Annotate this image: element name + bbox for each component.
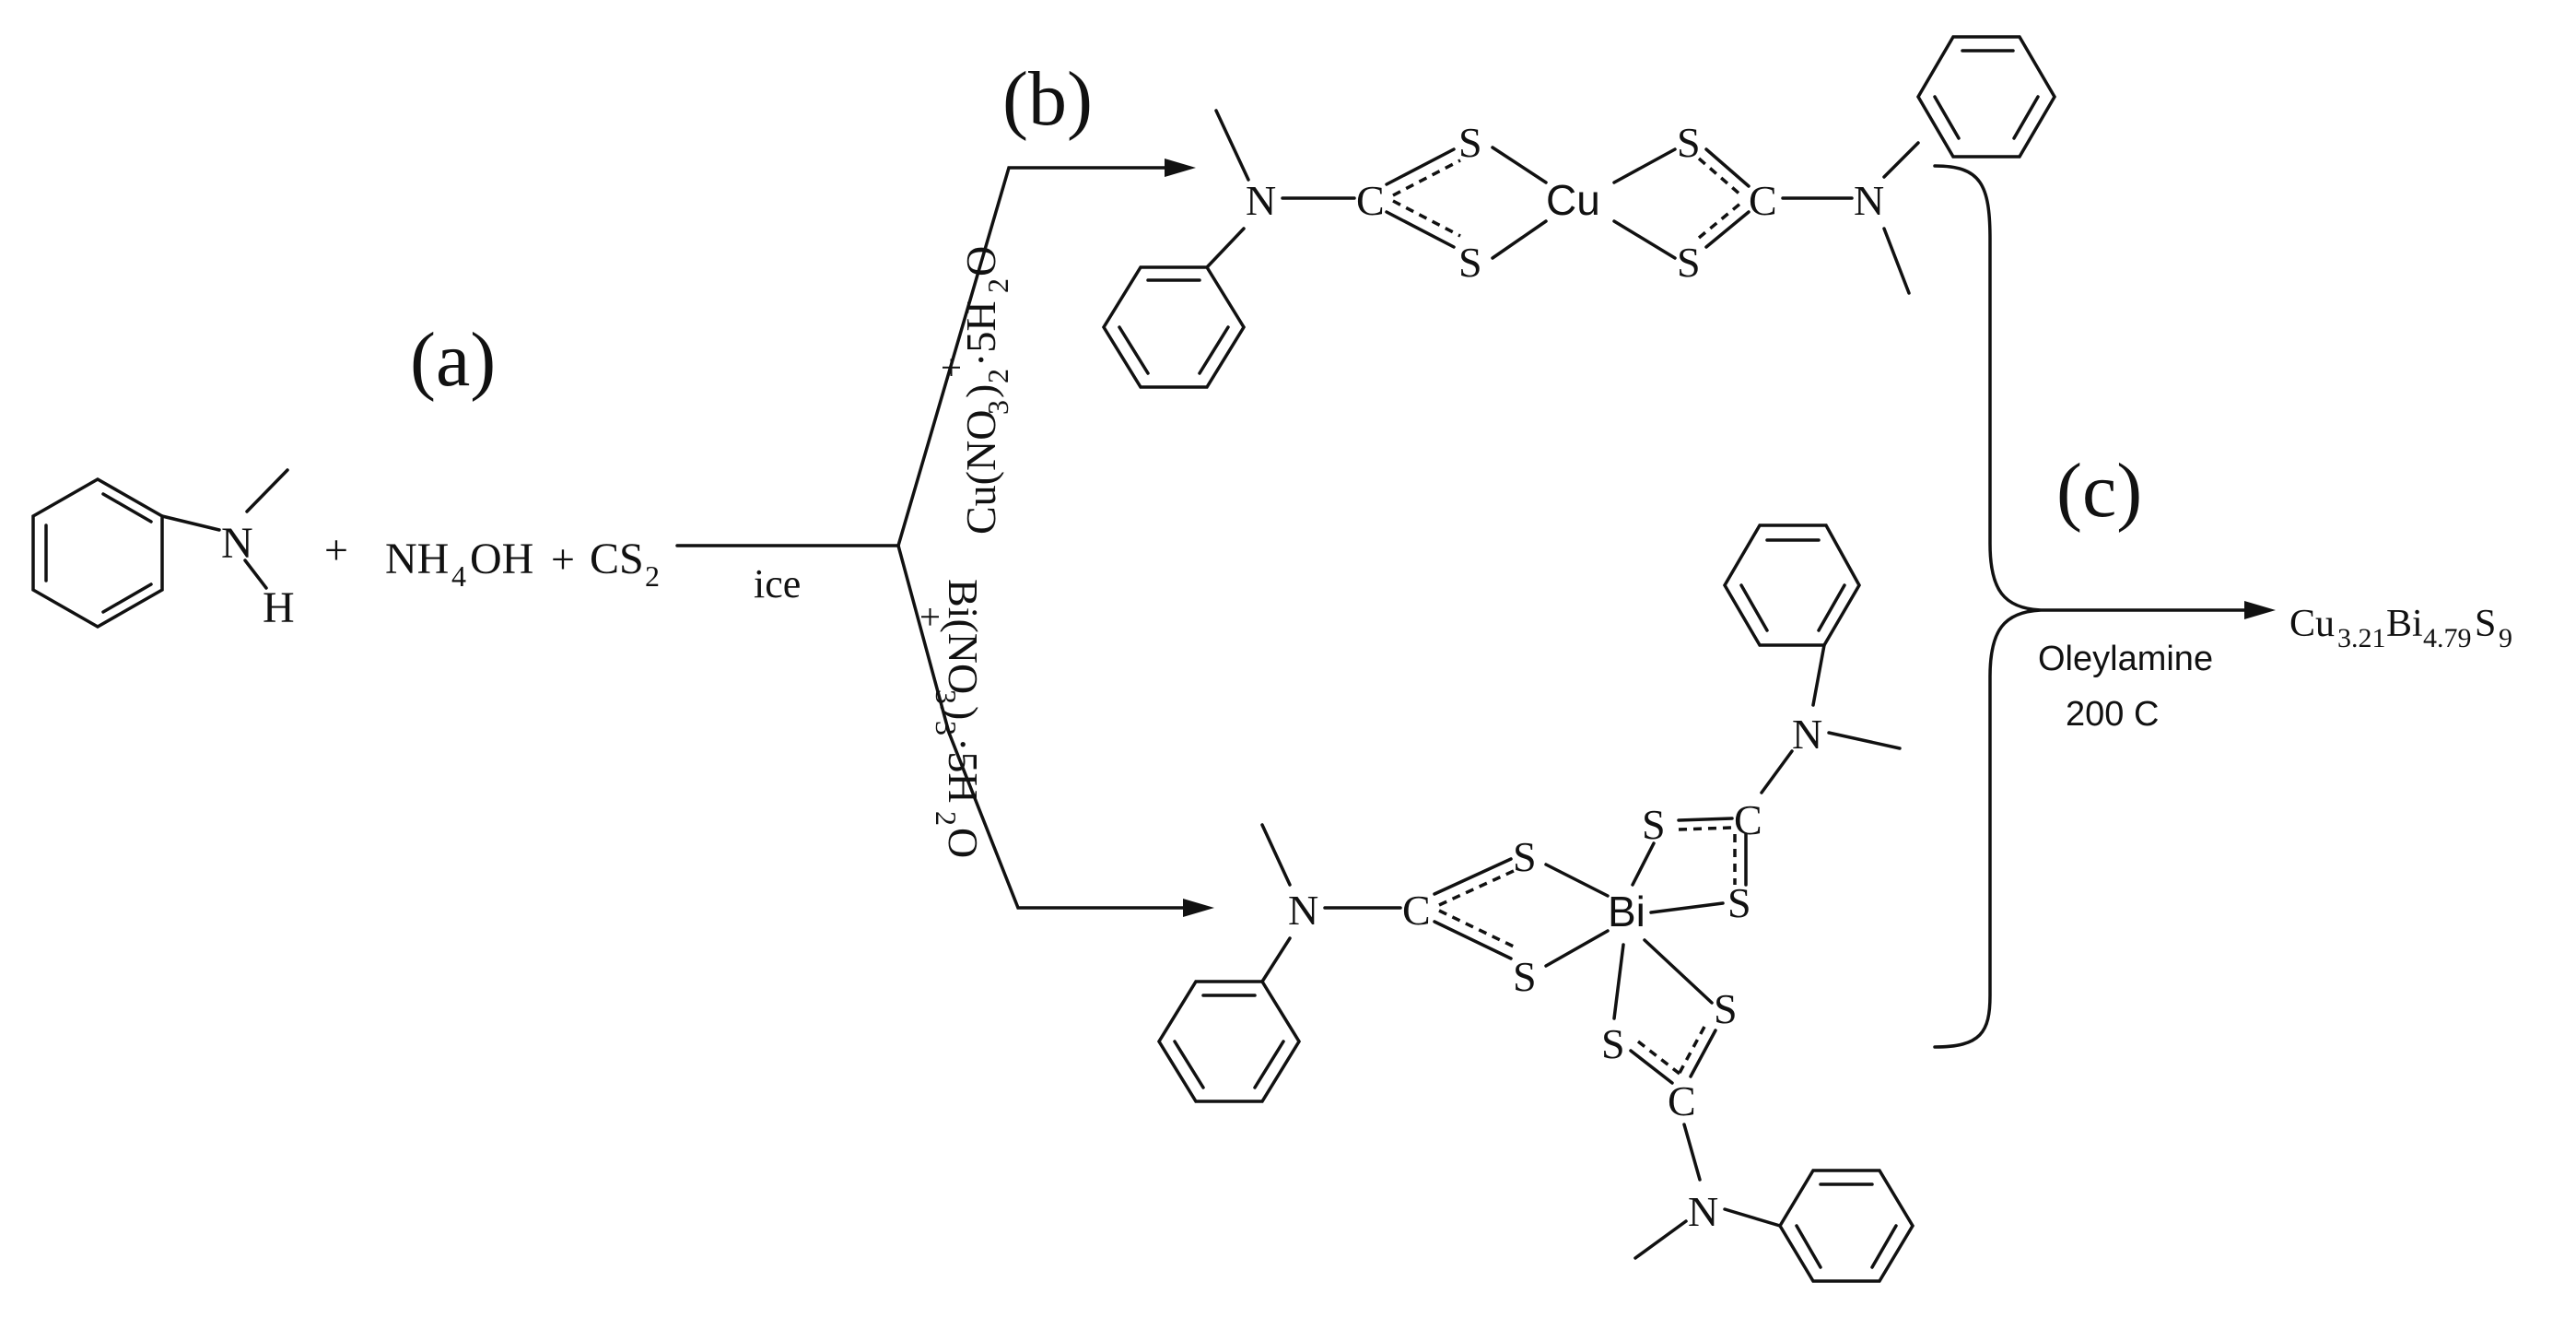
ice-condition: ice (754, 561, 801, 606)
svg-text:N: N (1792, 711, 1822, 758)
temperature-label: 200 C (2066, 695, 2159, 734)
svg-text:2: 2 (981, 278, 1014, 293)
svg-text:3: 3 (981, 400, 1014, 415)
combining-brace (1933, 164, 2042, 1049)
bismuth-nitrate-label: Bi(NO 3 ) 3 ·5H 2 O + (909, 579, 987, 858)
benzene-ring (31, 476, 164, 629)
svg-text:N: N (1854, 177, 1884, 224)
svg-text:Bi(NO: Bi(NO (940, 579, 987, 694)
svg-text:NH: NH (385, 535, 449, 583)
svg-text:Cu: Cu (2289, 603, 2335, 645)
copper-nitrate-label: Cu(NO 3 ) 2 ·5H 2 O + (931, 246, 1014, 535)
svg-text:OH: OH (470, 535, 533, 583)
svg-text:2: 2 (981, 369, 1014, 383)
branch-arrow-bi (896, 545, 1196, 910)
svg-text:N: N (1288, 887, 1318, 934)
copper-dithiocarbamate-complex: N C S S Cu S S C N (1101, 35, 2057, 389)
svg-text:3.21: 3.21 (2337, 623, 2386, 653)
step-b-label: (b) (1002, 56, 1093, 142)
arrowhead (1165, 159, 1196, 177)
branch-arrow-cu (896, 166, 1177, 547)
svg-text:S: S (1458, 239, 1482, 286)
amine-n-label: N (221, 519, 253, 568)
svg-text:3: 3 (930, 721, 963, 735)
svg-text:2: 2 (645, 559, 660, 593)
svg-text:C: C (1668, 1077, 1696, 1124)
solvent-label: Oleylamine (2038, 640, 2213, 678)
svg-text:+: + (909, 606, 951, 628)
svg-text:S: S (1601, 1020, 1625, 1067)
svg-text:N: N (1246, 177, 1276, 224)
svg-text:Cu(NO: Cu(NO (957, 410, 1004, 535)
svg-text:C: C (1734, 796, 1762, 843)
svg-text:S: S (1677, 119, 1701, 166)
arrowhead (2244, 601, 2276, 619)
copper-center: Cu (1546, 176, 1600, 224)
plus-sign: + (551, 535, 575, 582)
bismuth-center: Bi (1608, 888, 1645, 935)
svg-text:2: 2 (930, 811, 963, 826)
product-formula: Cu 3.21 Bi 4.79 S 9 (2289, 603, 2512, 653)
svg-text:O: O (940, 828, 987, 858)
svg-text:4: 4 (451, 559, 466, 593)
svg-text:N: N (1688, 1188, 1718, 1235)
amine-h-label: H (263, 583, 295, 632)
svg-text:C: C (1749, 177, 1777, 224)
svg-text:9: 9 (2499, 623, 2512, 653)
svg-text:S: S (1513, 953, 1537, 1000)
arrowhead (1183, 899, 1214, 917)
svg-text:S: S (1727, 879, 1751, 926)
svg-text:Bi: Bi (2386, 603, 2423, 645)
svg-text:S: S (1714, 985, 1738, 1032)
svg-text:S: S (1458, 119, 1482, 166)
svg-text:·5H: ·5H (957, 300, 1004, 367)
svg-text:S: S (1642, 801, 1666, 848)
svg-text:+: + (931, 357, 972, 378)
svg-text:4.79: 4.79 (2423, 623, 2472, 653)
step-c-label: (c) (2056, 448, 2142, 534)
svg-text:·5H: ·5H (940, 737, 987, 804)
carbon-disulfide-label: CS 2 (590, 535, 660, 593)
svg-text:O: O (957, 246, 1004, 276)
svg-text:3: 3 (930, 689, 963, 704)
svg-text:S: S (2475, 603, 2496, 645)
bismuth-dithiocarbamate-complex: N C S S Bi S S C N (1156, 523, 1915, 1283)
svg-text:): ) (940, 706, 987, 720)
step-a-label: (a) (410, 317, 496, 403)
svg-text:C: C (1402, 887, 1431, 934)
svg-text:S: S (1513, 833, 1537, 880)
svg-text:): ) (957, 384, 1004, 398)
svg-text:C: C (1356, 177, 1385, 224)
ammonium-hydroxide-label: NH 4 OH (385, 535, 533, 593)
n-methylaniline: N H (31, 468, 295, 632)
plus-sign: + (324, 526, 348, 573)
svg-text:S: S (1677, 239, 1701, 286)
svg-text:CS: CS (590, 535, 644, 583)
